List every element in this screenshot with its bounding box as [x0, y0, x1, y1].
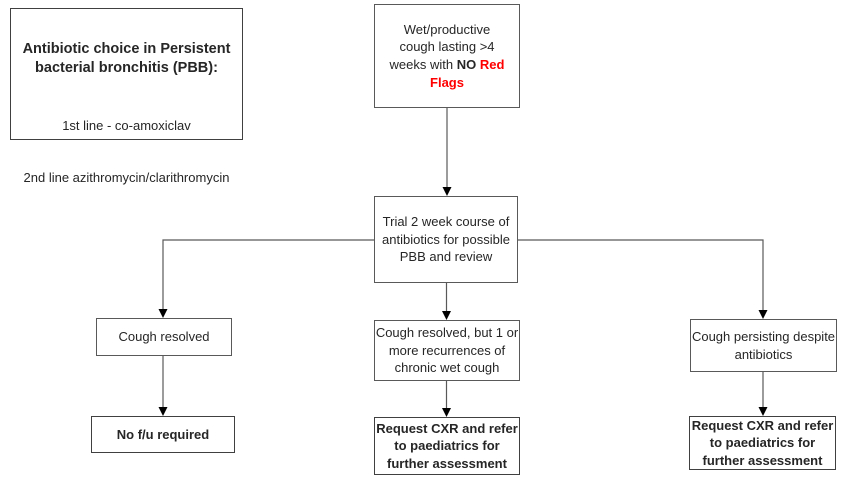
info-first-line-text: 1st line - co-amoxiclav	[62, 118, 191, 134]
arrow-down-icon	[158, 309, 168, 318]
arrow-down-icon	[758, 407, 768, 416]
start-node-emphasis: NO	[456, 57, 477, 72]
center-action-node: Request CXR and refer to paediatrics for…	[374, 417, 520, 475]
center-outcome-node: Cough resolved, but 1 or more recurrence…	[374, 320, 520, 381]
connector-trial-to-left	[162, 239, 374, 310]
start-node-text-before: Wet/productive cough lasting >4 weeks wi…	[389, 21, 495, 72]
left-action-node: No f/u required	[91, 416, 235, 453]
connector-trial-to-right	[518, 239, 764, 311]
right-outcome-node: Cough persisting despite antibiotics	[690, 319, 837, 372]
start-node: Wet/productive cough lasting >4 weeks wi…	[374, 4, 520, 108]
arrow-down-icon	[758, 310, 768, 319]
start-node-text: Wet/productive cough lasting >4 weeks wi…	[385, 21, 509, 91]
info-second-line-text: 2nd line azithromycin/clarithromycin	[23, 170, 230, 186]
arrow-down-icon	[442, 311, 451, 320]
start-node-red-flags: Red Flags	[430, 57, 505, 90]
trial-node: Trial 2 week course of antibiotics for p…	[374, 196, 518, 283]
arrow-down-icon	[158, 407, 168, 416]
left-outcome-node: Cough resolved	[96, 318, 232, 356]
antibiotic-info-box: Antibiotic choice in Persistent bacteria…	[10, 8, 243, 185]
right-action-node: Request CXR and refer to paediatrics for…	[689, 416, 836, 470]
arrow-down-icon	[442, 187, 452, 196]
arrow-down-icon	[442, 408, 451, 417]
info-box-title: Antibiotic choice in Persistent bacteria…	[22, 40, 231, 76]
